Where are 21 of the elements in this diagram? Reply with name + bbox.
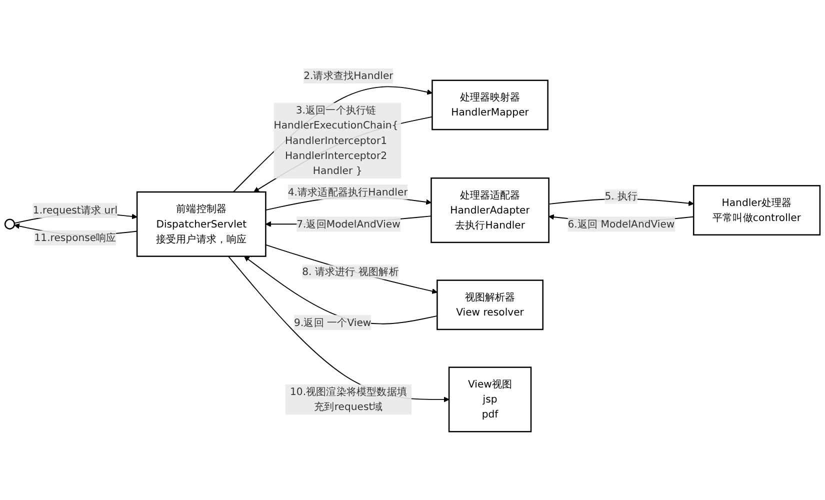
edge-label: 9.返回 一个View <box>294 316 372 328</box>
edge-label: 3.返回一个执行链 HandlerExecutionChain{ HandlerInterceptor1 HandlerInterceptor2 Handler } <box>274 104 398 177</box>
node-box: Handler处理器 平常叫做controller <box>693 185 821 236</box>
node-person <box>4 218 16 230</box>
node-box: 前端控制器 DispatcherServlet 接受用户请求，响应 <box>136 191 266 257</box>
node-box: 处理器映射器 HandlerMapper <box>432 80 548 130</box>
node-box: 视图解析器 View resolver <box>436 280 544 330</box>
edge-label: 4.请求适配器执行Handler <box>288 186 408 198</box>
edge-label: 5. 执行 <box>604 190 638 202</box>
edge-label: 8. 请求进行 视图解析 <box>302 266 399 278</box>
edge-label: 10.视图渲染将模型数据填充到request域 <box>290 386 407 413</box>
edge-label: 2.请求查找Handler <box>304 70 394 82</box>
arrow <box>265 244 438 294</box>
edge-label: 1.request请求 url <box>32 204 118 216</box>
node-box: 处理器适配器 HandlerAdapter 去执行Handler <box>430 177 550 244</box>
edge-label: 6.返回 ModelAndView <box>568 218 675 230</box>
arrow <box>228 256 450 402</box>
arrow <box>244 256 438 324</box>
node-box: View视图 jsp pdf <box>448 366 532 432</box>
edge-label: 7.返回ModelAndView <box>296 218 400 230</box>
edge-label: 11.response响应 <box>34 232 116 244</box>
